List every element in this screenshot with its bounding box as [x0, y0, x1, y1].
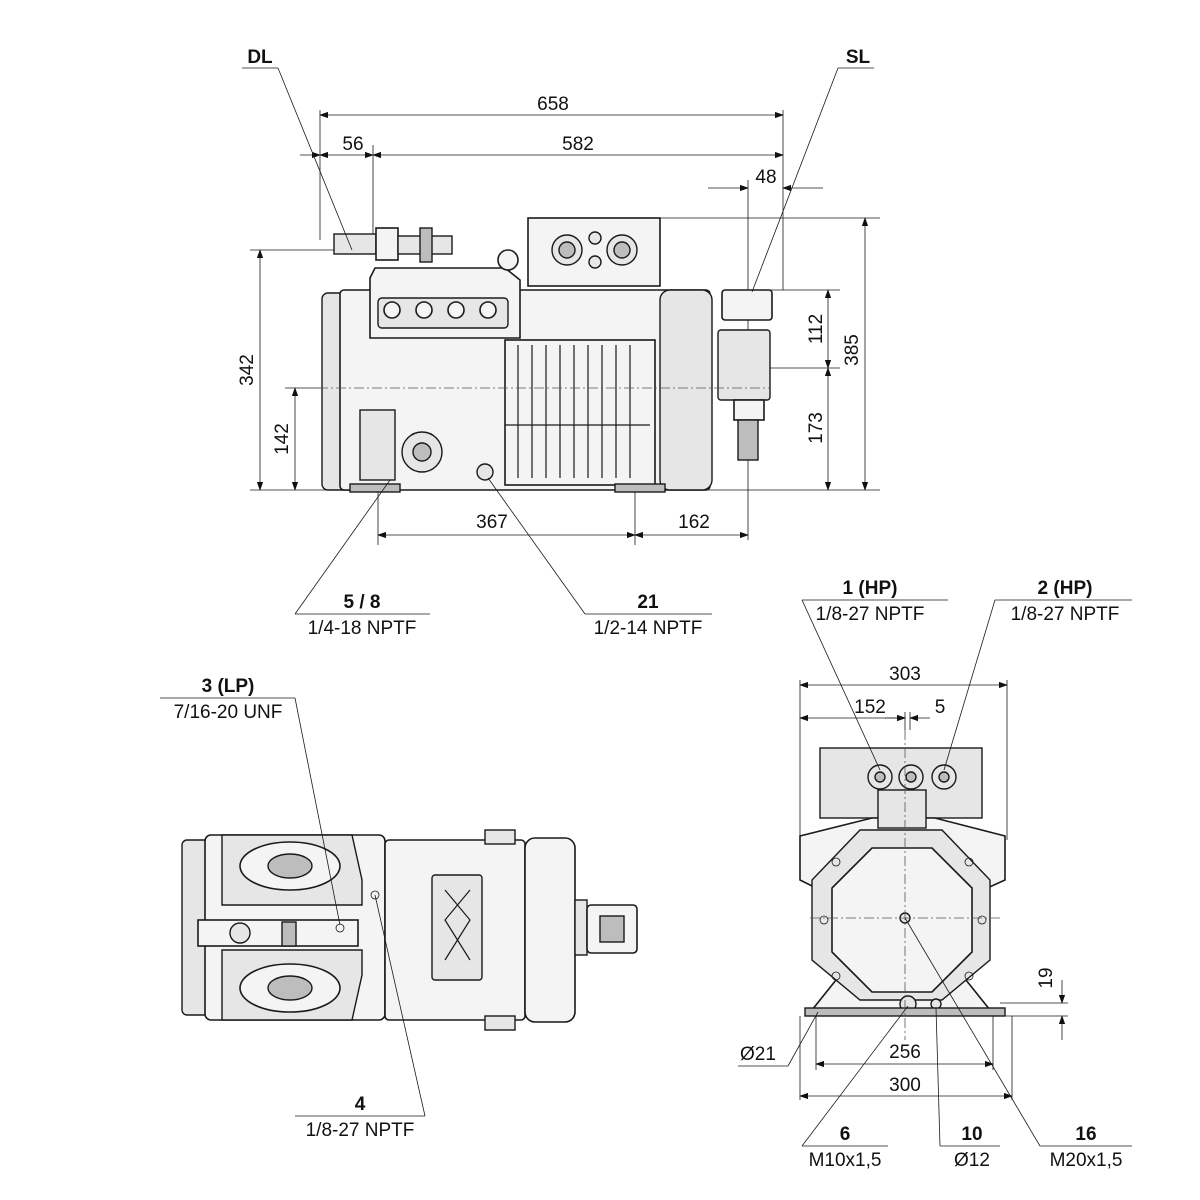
top-view-callouts: 3 (LP) 7/16-20 UNF 4 1/8-27 NPTF	[160, 676, 426, 1141]
dim-112: 112	[806, 314, 827, 344]
dim-367: 367	[476, 512, 508, 533]
dim-256: 256	[889, 1042, 921, 1063]
dim-19: 19	[1036, 967, 1057, 988]
dim-658: 658	[537, 94, 569, 115]
callout-6-id: 6	[840, 1124, 851, 1145]
dim-48: 48	[755, 167, 776, 188]
side-view-dimensions: 658 56 582 48 342 142 112 385 173 367 16…	[237, 94, 869, 539]
callout-1hp-id: 1 (HP)	[843, 578, 898, 599]
dim-152: 152	[854, 697, 886, 718]
top-view	[181, 829, 638, 1031]
callout-4-id: 4	[355, 1094, 366, 1115]
dim-162: 162	[678, 512, 710, 533]
dim-582: 582	[562, 134, 594, 155]
front-view	[799, 730, 1006, 1040]
callout-3lp-id: 3 (LP)	[202, 676, 255, 697]
callout-16-id: 16	[1075, 1124, 1096, 1145]
callout-5-8-id: 5 / 8	[344, 592, 381, 613]
callout-10-thread: Ø12	[954, 1150, 990, 1171]
dim-173: 173	[806, 412, 827, 444]
dim-300: 300	[889, 1075, 921, 1096]
dim-142: 142	[272, 423, 293, 455]
front-view-callouts: 1 (HP) 1/8-27 NPTF 2 (HP) 1/8-27 NPTF 6 …	[801, 578, 1132, 1171]
callout-10-id: 10	[961, 1124, 982, 1145]
callout-5-8-thread: 1/4-18 NPTF	[308, 618, 417, 639]
callout-2hp-id: 2 (HP)	[1038, 578, 1093, 599]
callout-3lp-thread: 7/16-20 UNF	[174, 702, 283, 723]
dim-56: 56	[342, 134, 363, 155]
front-view-dimensions: 303 152 5 19 256 300 Ø21	[738, 664, 1068, 1100]
callout-16-thread: M20x1,5	[1050, 1150, 1123, 1171]
callout-2hp-thread: 1/8-27 NPTF	[1011, 604, 1120, 625]
dim-dia-21: Ø21	[740, 1044, 776, 1065]
callout-4-thread: 1/8-27 NPTF	[306, 1120, 415, 1141]
callout-21-id: 21	[637, 592, 659, 613]
dim-5: 5	[935, 697, 946, 718]
callout-21-thread: 1/2-14 NPTF	[594, 618, 703, 639]
dim-385: 385	[842, 334, 863, 366]
callout-6-thread: M10x1,5	[809, 1150, 882, 1171]
callout-1hp-thread: 1/8-27 NPTF	[816, 604, 925, 625]
dim-342: 342	[237, 354, 258, 386]
side-view-callouts: DL SL 5 / 8 1/4-18 NPTF 21 1/2-14 NPTF	[242, 47, 874, 639]
callout-sl: SL	[846, 47, 871, 68]
callout-dl: DL	[247, 47, 273, 68]
side-view	[250, 110, 880, 545]
dim-303: 303	[889, 664, 921, 685]
